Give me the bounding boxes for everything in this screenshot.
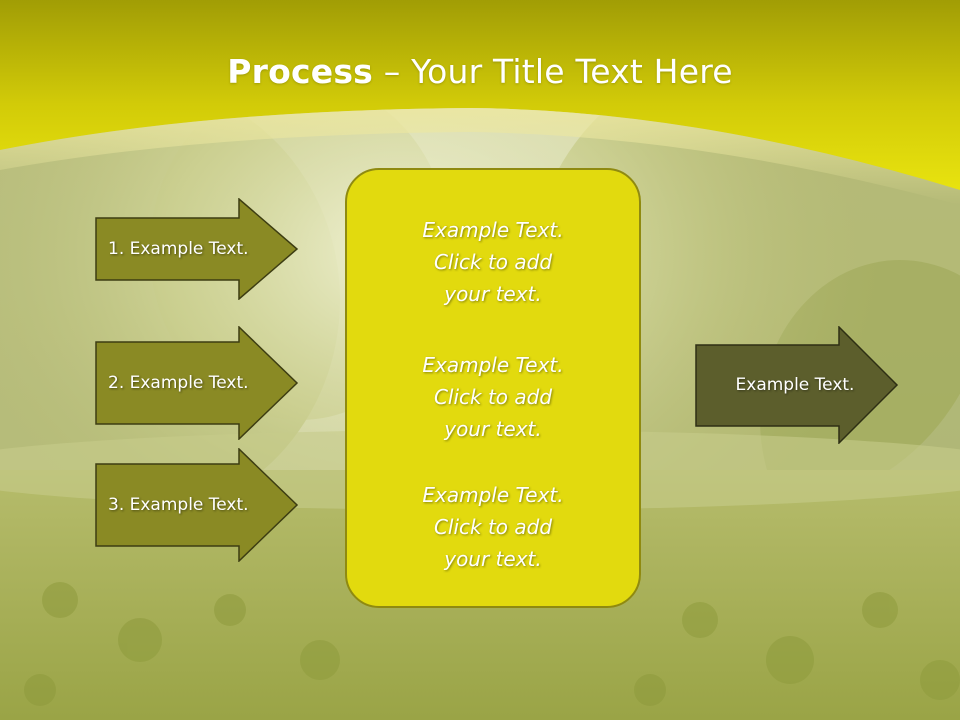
center-line: your text. — [444, 547, 542, 571]
left-arrow-label: 1. Example Text. — [108, 239, 249, 259]
title-bold: Process — [227, 52, 374, 91]
center-line: your text. — [444, 282, 542, 306]
arrow-shape — [95, 448, 299, 562]
left-arrow-label: 3. Example Text. — [108, 495, 249, 515]
arrow-shape — [695, 326, 899, 444]
center-line: Click to add — [433, 515, 553, 539]
right-arrow[interactable]: Example Text. — [695, 326, 899, 444]
center-line: Click to add — [433, 385, 553, 409]
arrow-shape — [95, 198, 299, 300]
center-line: Example Text. — [422, 483, 564, 507]
left-arrow-2[interactable]: 2. Example Text. — [95, 326, 299, 440]
center-text-block-3: Example Text. Click to add your text. — [347, 479, 639, 575]
slide-title: Process – Your Title Text Here — [0, 52, 960, 91]
center-line: your text. — [444, 417, 542, 441]
center-text-block-1: Example Text. Click to add your text. — [347, 214, 639, 310]
arrow-shape — [95, 326, 299, 440]
left-arrow-3[interactable]: 3. Example Text. — [95, 448, 299, 562]
center-text-block-2: Example Text. Click to add your text. — [347, 349, 639, 445]
center-line: Example Text. — [422, 353, 564, 377]
center-line: Example Text. — [422, 218, 564, 242]
right-arrow-label: Example Text. — [735, 375, 855, 395]
left-arrow-label: 2. Example Text. — [108, 373, 249, 393]
center-text-box[interactable]: Example Text. Click to add your text. Ex… — [345, 168, 641, 608]
left-arrow-1[interactable]: 1. Example Text. — [95, 198, 299, 300]
center-line: Click to add — [433, 250, 553, 274]
title-rest: – Your Title Text Here — [373, 52, 733, 91]
